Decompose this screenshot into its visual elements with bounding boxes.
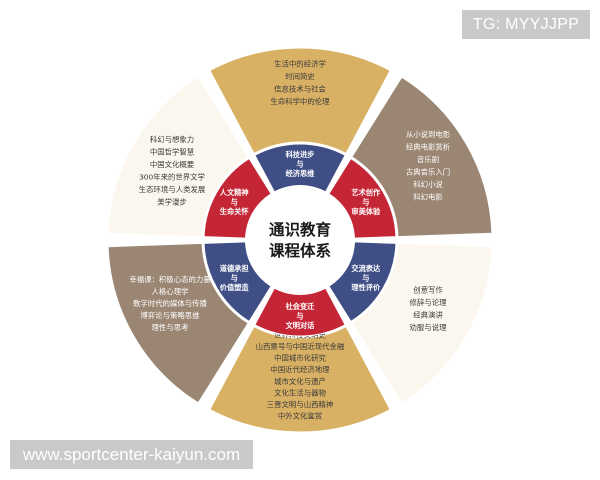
tag-badge: TG: MYYJJPP	[462, 10, 590, 39]
course-item: 科幻电影	[413, 192, 443, 201]
outer-sector-shape	[351, 76, 493, 238]
course-item: 博弈论与策略思维	[140, 311, 200, 320]
course-item: 古典音乐入门	[406, 167, 450, 176]
course-item: 人格心理学	[152, 287, 189, 296]
course-item: 经典电影赏析	[406, 142, 451, 151]
category-label: 艺术创作	[351, 188, 381, 197]
course-item: 生活中的经济学	[274, 59, 326, 68]
category-label: 经济思维	[286, 169, 316, 178]
category-label: 与	[296, 160, 303, 169]
category-label: 与	[362, 198, 369, 207]
course-item: 幸福课：积极心态的力量	[129, 275, 211, 284]
category-label: 文明对话	[285, 321, 316, 330]
course-item: 中外文化鉴赏	[278, 412, 322, 421]
course-item: 300年来的世界文学	[139, 172, 205, 181]
category-label: 与	[231, 274, 238, 283]
course-item: 三晋文明与山西精神	[267, 400, 334, 409]
course-item: 科幻与想象力	[150, 135, 194, 144]
outer-sector-shape	[351, 242, 493, 404]
course-item: 城市文化与遗产	[274, 377, 326, 386]
course-item: 数字时代的媒体与传播	[133, 299, 208, 308]
outer-sector-shape	[107, 76, 249, 238]
category-label: 与	[231, 198, 238, 207]
inner-ring: 科技进步与经济思维艺术创作与审美体验交流表达与理性评价社会变迁与文明对话道德承担…	[203, 143, 397, 337]
center-title-line2: 课程体系	[269, 241, 331, 260]
category-label: 价值塑造	[220, 283, 250, 292]
course-item: 修辞与论理	[410, 298, 448, 307]
course-item: 经典演讲	[413, 310, 443, 319]
course-item: 从小说到电影	[406, 130, 451, 139]
center-hub: 通识教育 课程体系	[245, 185, 355, 295]
course-item: 山西票号与中国近现代金融	[256, 342, 345, 351]
category-label: 社会变迁	[285, 302, 316, 311]
category-label: 人文精神	[220, 188, 249, 197]
outer-sector-shape	[209, 47, 391, 155]
course-item: 中国哲学智慧	[150, 147, 194, 156]
watermark-banner: www.sportcenter-kaiyun.com	[10, 440, 253, 469]
course-item: 劝服与说理	[410, 323, 448, 332]
category-label: 道德承担	[220, 264, 249, 273]
course-item: 中国文化概要	[150, 160, 194, 169]
category-label: 生命关怀	[220, 207, 250, 216]
course-item: 创意写作	[413, 285, 443, 294]
course-item: 信息技术与社会	[274, 84, 326, 93]
course-item: 中国城市化研究	[274, 354, 326, 363]
course-item: 生态环境与人类发展	[139, 185, 206, 194]
course-item: 时间简史	[285, 72, 315, 81]
outer-sector-shape	[107, 242, 249, 404]
category-label: 理性评价	[351, 283, 381, 292]
course-item: 文化生活与器物	[274, 388, 326, 397]
course-item: 中国近代经济地理	[270, 365, 330, 374]
course-item: 生命科学中的伦理	[270, 97, 330, 106]
category-label: 与	[362, 274, 369, 283]
course-item: 美学漫步	[157, 197, 187, 206]
course-item: 理性与思考	[152, 323, 189, 332]
course-item: 科幻小说	[413, 180, 443, 189]
category-label: 审美体验	[351, 207, 381, 216]
outer-sector-shape	[209, 325, 391, 433]
course-item: 音乐剧	[417, 155, 439, 164]
outer-ring: 生活中的经济学时间简史信息技术与社会生命科学中的伦理从小说到电影经典电影赏析音乐…	[107, 47, 493, 433]
category-label: 科技进步	[286, 150, 315, 159]
center-title-line1: 通识教育	[269, 220, 331, 239]
outer-sector-bottom: 世界科技文明史山西票号与中国近现代金融中国城市化研究中国近代经济地理城市文化与遗…	[209, 325, 391, 433]
category-label: 与	[296, 312, 303, 321]
category-label: 交流表达	[351, 264, 381, 273]
